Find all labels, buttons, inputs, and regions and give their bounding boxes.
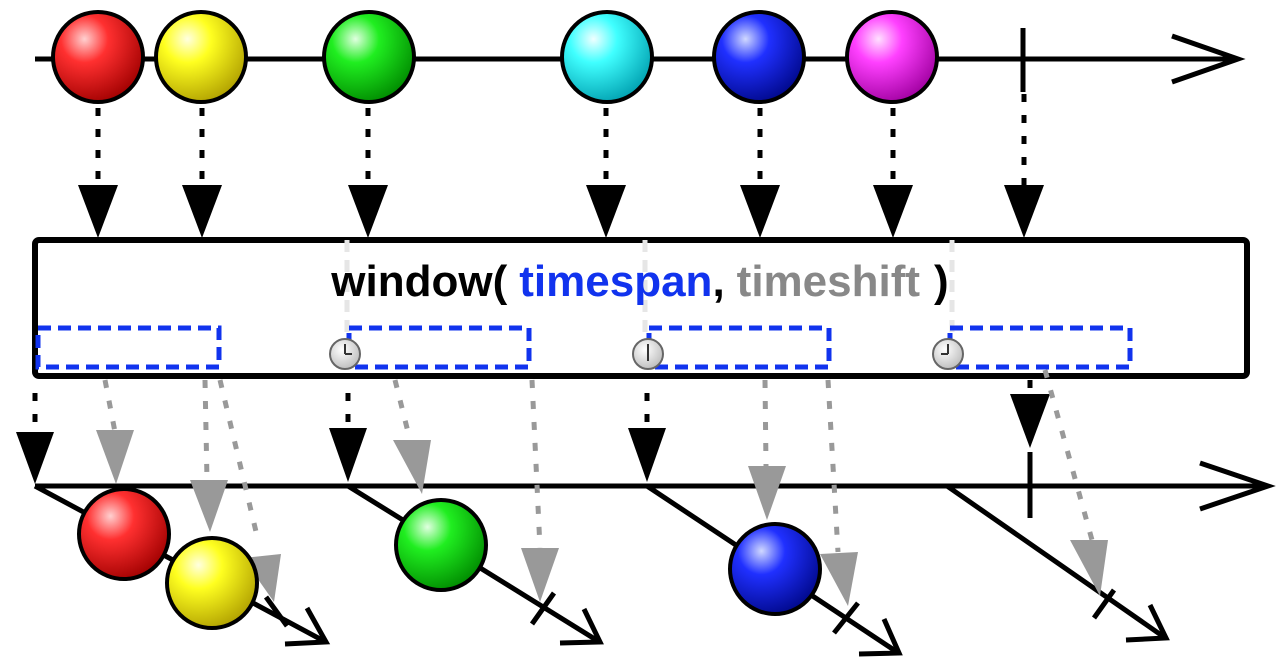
marble-red [51, 10, 145, 104]
operator-close: ) [934, 257, 949, 306]
window-item-arrowheads [96, 430, 1108, 606]
window-open-arrows [32, 380, 1033, 432]
clock-icon [932, 338, 964, 370]
window-4 [945, 483, 1170, 643]
output-marbles [77, 487, 822, 630]
source-marbles [51, 10, 939, 104]
param-timeshift: timeshift [737, 257, 921, 306]
emission-arrowheads [78, 185, 1044, 238]
marble-blue [712, 10, 806, 104]
param-separator: , [712, 257, 724, 306]
operator-box: window(timespan, timeshift) [32, 237, 1250, 379]
clock-icon [329, 338, 361, 370]
window-item-arrows [102, 369, 1095, 553]
marble-green [322, 10, 416, 104]
window-span-1 [35, 325, 222, 370]
output-marble-blue [728, 522, 822, 616]
output-marble-red [77, 487, 171, 581]
window-span-3 [646, 325, 832, 370]
window-span-2 [346, 325, 532, 370]
operator-name: window( [330, 257, 507, 306]
param-timespan: timespan [519, 257, 712, 306]
output-marble-green [394, 498, 488, 592]
output-marble-yellow [165, 536, 259, 630]
emission-arrows [95, 94, 1027, 190]
window-span-4 [947, 325, 1133, 370]
marble-magenta [845, 10, 939, 104]
clock-icon [632, 338, 664, 370]
operator-label: window(timespan, timeshift) [330, 257, 948, 306]
window-open-arrowheads [16, 394, 1050, 484]
marble-cyan [560, 10, 654, 104]
marble-yellow [154, 10, 248, 104]
